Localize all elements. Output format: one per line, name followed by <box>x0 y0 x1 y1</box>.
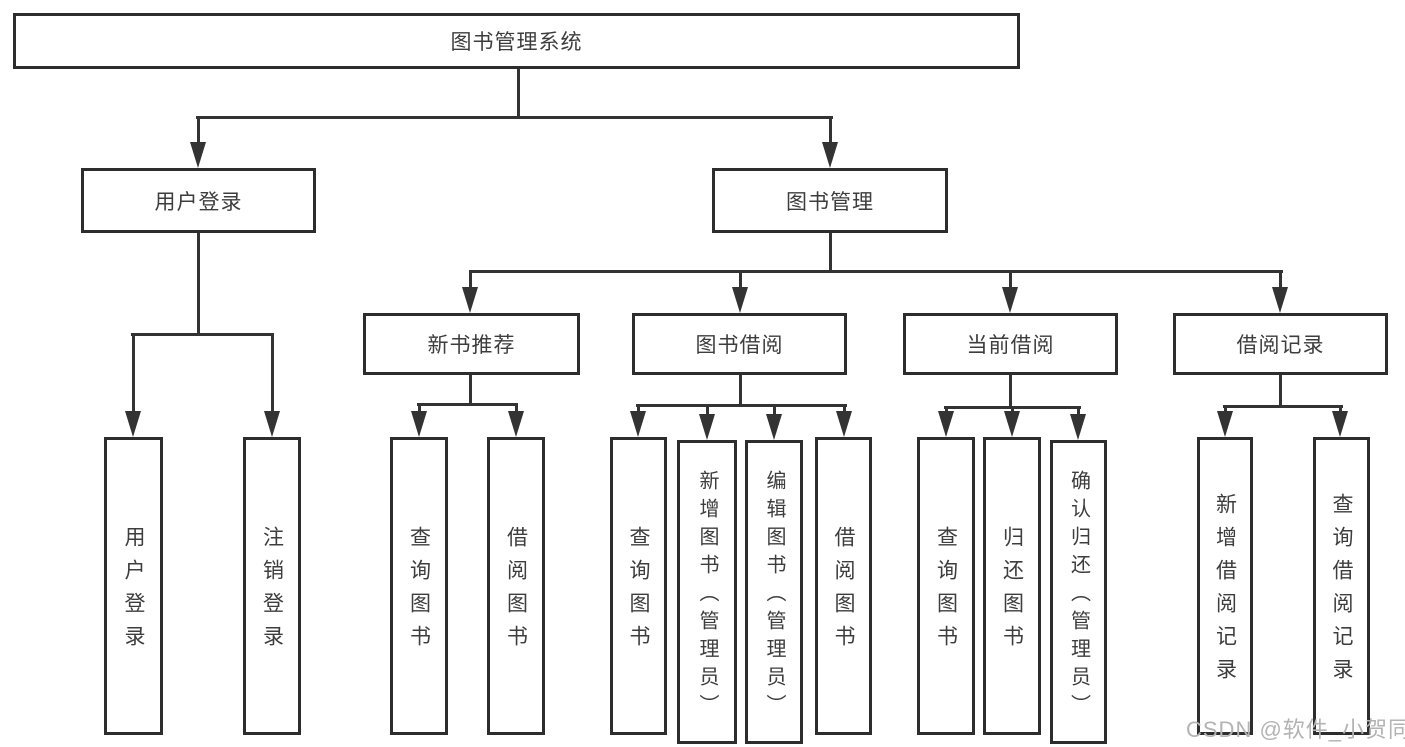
leaf-add-borrow-record: 新增借阅记录 <box>1197 437 1253 735</box>
leaf-return-books: 归还图书 <box>983 437 1041 735</box>
node-current-borrowing: 当前借阅 <box>903 313 1118 375</box>
arrowhead-down-icon <box>125 411 141 437</box>
connector-vertical-line <box>197 233 200 336</box>
connector-arrow-stem <box>197 117 200 144</box>
connector-vertical-line <box>469 375 472 406</box>
leaf-query-books-borrowing: 查询图书 <box>610 437 667 735</box>
arrowhead-down-icon <box>264 411 280 437</box>
leaf-logout: 注销登录 <box>243 437 301 735</box>
connector-arrow-stem <box>132 334 135 413</box>
node-user-login: 用户登录 <box>81 168 316 233</box>
leaf-borrow-books-recommend: 借阅图书 <box>487 437 545 735</box>
connector-horizontal-line <box>1223 405 1343 408</box>
leaf-query-books-current: 查询图书 <box>917 437 975 735</box>
node-new-book-recommend: 新书推荐 <box>363 313 580 375</box>
connector-horizontal-line <box>131 333 274 336</box>
arrowhead-down-icon <box>766 414 782 440</box>
connector-arrow-stem <box>1009 271 1012 289</box>
connector-arrow-stem <box>843 405 846 413</box>
connector-arrow-stem <box>1011 407 1014 413</box>
arrowhead-down-icon <box>1272 287 1288 313</box>
connector-arrow-stem <box>1224 406 1227 413</box>
connector-arrow-stem <box>271 334 274 413</box>
arrowhead-down-icon <box>836 411 852 437</box>
connector-arrow-stem <box>706 405 709 416</box>
leaf-edit-book-admin: 编辑图书（管理员） <box>745 440 803 744</box>
node-borrowing-records: 借阅记录 <box>1173 313 1388 375</box>
connector-arrow-stem <box>1077 407 1080 416</box>
connector-arrow-stem <box>515 404 518 413</box>
connector-arrow-stem <box>1339 406 1342 413</box>
connector-vertical-line <box>517 69 520 119</box>
connector-arrow-stem <box>945 407 948 413</box>
leaf-add-book-admin: 新增图书（管理员） <box>677 440 737 744</box>
arrowhead-down-icon <box>190 142 206 168</box>
connector-arrow-stem <box>773 405 776 416</box>
arrowhead-down-icon <box>630 411 646 437</box>
connector-arrow-stem <box>637 405 640 413</box>
arrowhead-down-icon <box>508 411 524 437</box>
leaf-query-borrow-record: 查询借阅记录 <box>1313 437 1370 735</box>
arrowhead-down-icon <box>1004 411 1020 437</box>
arrowhead-down-icon <box>411 411 427 437</box>
connector-horizontal-line <box>417 403 518 406</box>
arrowhead-down-icon <box>1217 411 1233 437</box>
connector-horizontal-line <box>636 404 847 407</box>
connector-vertical-line <box>739 375 742 407</box>
connector-vertical-line <box>1009 375 1012 409</box>
arrowhead-down-icon <box>938 411 954 437</box>
arrowhead-down-icon <box>462 287 478 313</box>
node-book-management: 图书管理 <box>712 168 948 233</box>
node-book-borrowing: 图书借阅 <box>632 313 847 375</box>
connector-arrow-stem <box>739 271 742 289</box>
arrowhead-down-icon <box>699 414 715 440</box>
arrowhead-down-icon <box>1332 411 1348 437</box>
csdn-watermark: CSDN @软件_小贺同学 <box>1186 717 1405 742</box>
node-library-management-system: 图书管理系统 <box>13 13 1020 69</box>
arrowhead-down-icon <box>822 142 838 168</box>
connector-arrow-stem <box>418 404 421 413</box>
connector-vertical-line <box>829 233 832 273</box>
leaf-query-books-recommend: 查询图书 <box>390 437 448 735</box>
leaf-user-login: 用户登录 <box>104 437 163 735</box>
leaf-confirm-return-admin: 确认归还（管理员） <box>1050 440 1107 744</box>
connector-horizontal-line <box>469 270 1283 273</box>
connector-vertical-line <box>1279 375 1282 408</box>
arrowhead-down-icon <box>1002 287 1018 313</box>
connector-arrow-stem <box>829 117 832 144</box>
arrowhead-down-icon <box>732 287 748 313</box>
leaf-borrow-books-borrowing: 借阅图书 <box>815 437 872 735</box>
connector-arrow-stem <box>1279 271 1282 289</box>
connector-horizontal-line <box>196 116 833 119</box>
connector-arrow-stem <box>469 271 472 289</box>
arrowhead-down-icon <box>1070 414 1086 440</box>
